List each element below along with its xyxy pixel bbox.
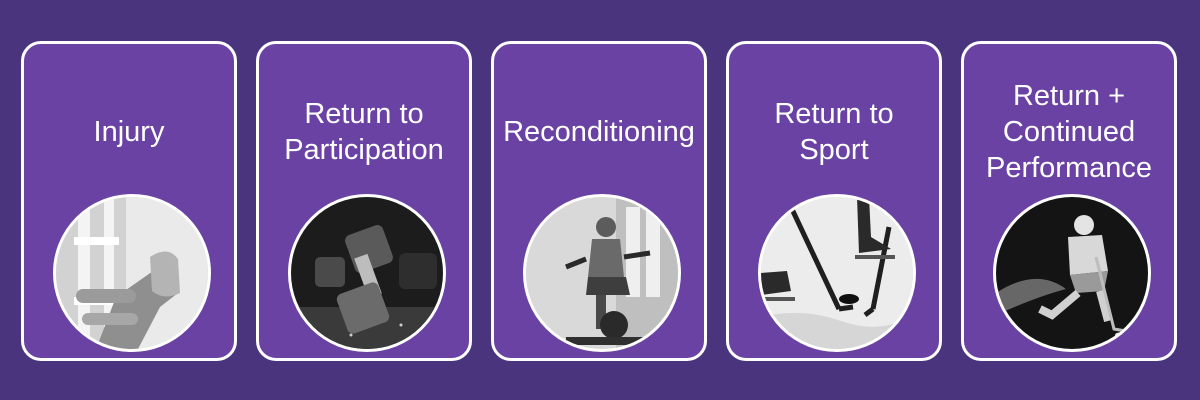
- stage-card-return-to-participation: Return to Participation: [256, 41, 472, 361]
- performance-photo: [993, 194, 1151, 352]
- stage-title: Return + Continued Performance: [985, 80, 1152, 184]
- sport-photo: [758, 194, 916, 352]
- stage-title: Injury: [93, 116, 165, 148]
- stage-card-injury: Injury: [21, 41, 237, 361]
- injured-foot-crutches-illustration: [56, 197, 208, 349]
- stationary-bike-illustration: [526, 197, 678, 349]
- reconditioning-photo: [523, 194, 681, 352]
- stage-card-return-to-sport: Return to Sport: [726, 41, 942, 361]
- stage-title: Reconditioning: [503, 116, 695, 148]
- stage-title: Return to Participation: [284, 98, 444, 166]
- hockey-player-illustration: [996, 197, 1148, 349]
- hockey-skates-puck-illustration: [761, 197, 913, 349]
- injury-photo: [53, 194, 211, 352]
- participation-photo: [288, 194, 446, 352]
- stage-title: Return to Sport: [774, 98, 894, 166]
- stage-card-reconditioning: Reconditioning: [491, 41, 707, 361]
- dumbbells-illustration: [291, 197, 443, 349]
- stage-card-return-continued-performance: Return + Continued Performance: [961, 41, 1177, 361]
